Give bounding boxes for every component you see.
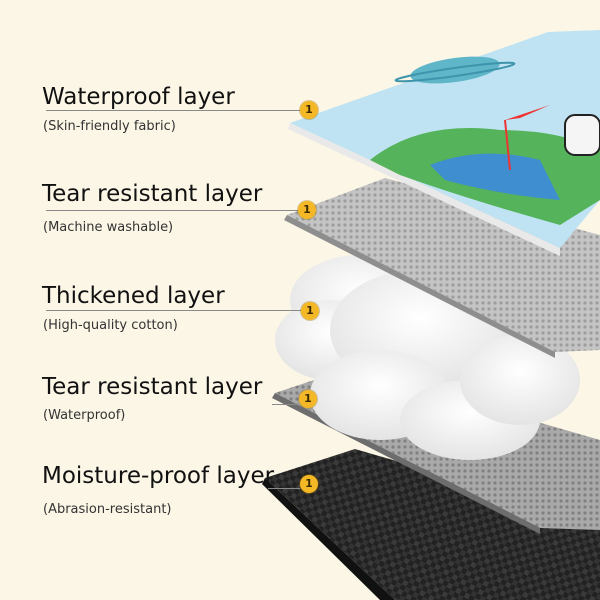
moisture-proof-layer-subtitle: (Abrasion-resistant) <box>43 502 172 517</box>
waterproof-layer-title: Waterproof layer <box>42 84 235 110</box>
tear-resistant-layer-upper-subtitle: (Machine washable) <box>43 220 174 235</box>
cotton-layer-graphic <box>275 255 580 460</box>
tear-resistant-layer-lower-title: Tear resistant layer <box>42 374 263 400</box>
leader-line <box>46 110 304 111</box>
layer-badge: 1 <box>301 302 319 320</box>
layer-badge: 1 <box>300 101 318 119</box>
leader-line <box>46 210 298 211</box>
tear-resistant-layer-lower-subtitle: (Waterproof) <box>43 408 126 423</box>
leader-line <box>46 310 302 311</box>
leader-line <box>268 488 300 489</box>
waterproof-layer-subtitle: (Skin-friendly fabric) <box>43 119 176 134</box>
tear-resistant-layer-upper-title: Tear resistant layer <box>42 181 263 207</box>
thickened-layer-title: Thickened layer <box>42 283 225 309</box>
thickened-layer-subtitle: (High-quality cotton) <box>43 318 178 333</box>
waterproof-layer-graphic <box>288 30 600 256</box>
layer-badge: 1 <box>300 475 318 493</box>
moisture-proof-layer-title: Moisture-proof layer <box>42 463 275 489</box>
layer-badge: 1 <box>299 390 317 408</box>
leader-line <box>272 404 298 405</box>
moisture-proof-layer-graphic <box>262 449 600 600</box>
layer-badge: 1 <box>298 201 316 219</box>
